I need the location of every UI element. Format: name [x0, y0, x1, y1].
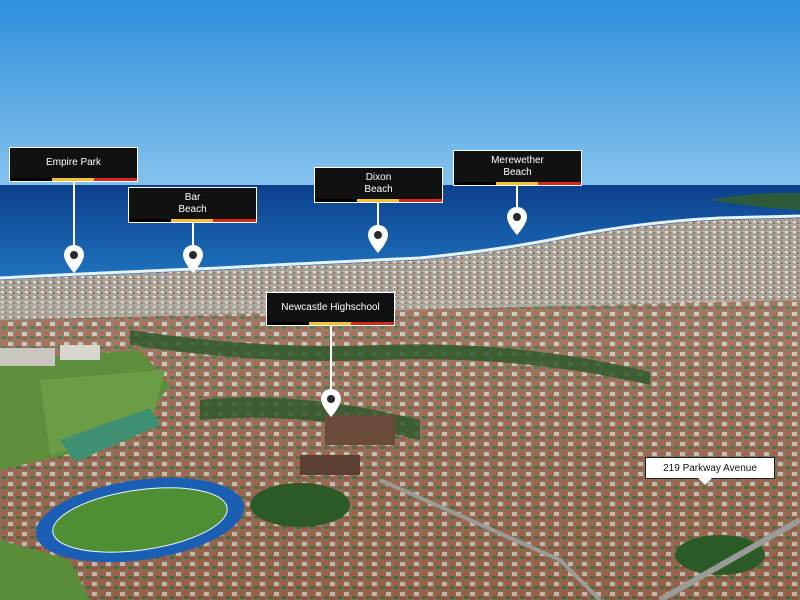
map-pin-icon [64, 245, 84, 273]
leader-line-merewether-beach [516, 186, 518, 208]
map-pin-icon [321, 389, 341, 417]
label-merewether-beach-line2: Beach [503, 166, 532, 178]
map-pin-icon [368, 225, 388, 253]
label-stripe [267, 322, 394, 325]
leader-line-empire-park [73, 182, 75, 246]
label-empire-park: Empire Park [9, 147, 138, 182]
leader-line-newcastle-highschool [330, 326, 332, 390]
label-stripe [129, 219, 256, 222]
label-dixon-beach: Dixon Beach [314, 167, 443, 203]
map-pin-icon [183, 245, 203, 273]
label-stripe [315, 199, 442, 202]
label-merewether-beach: Merewether Beach [453, 150, 582, 186]
label-dixon-beach-line1: Dixon [365, 171, 392, 183]
label-address-text: 219 Parkway Avenue [663, 463, 757, 474]
label-newcastle-highschool-text: Newcastle Highschool [281, 301, 380, 313]
leader-line-bar-beach [192, 223, 194, 247]
label-bar-beach-line2: Beach [178, 203, 207, 215]
leader-line-dixon-beach [377, 203, 379, 226]
label-bar-beach: Bar Beach [128, 187, 257, 223]
label-newcastle-highschool: Newcastle Highschool [266, 292, 395, 326]
label-bar-beach-line1: Bar [184, 191, 201, 203]
map-pin-icon [507, 207, 527, 235]
label-dixon-beach-line2: Beach [364, 183, 393, 195]
label-stripe [10, 178, 137, 181]
label-empire-park-text: Empire Park [45, 157, 101, 168]
label-stripe [454, 182, 581, 185]
label-merewether-beach-line1: Merewether [491, 154, 544, 166]
label-address: 219 Parkway Avenue [645, 457, 775, 485]
